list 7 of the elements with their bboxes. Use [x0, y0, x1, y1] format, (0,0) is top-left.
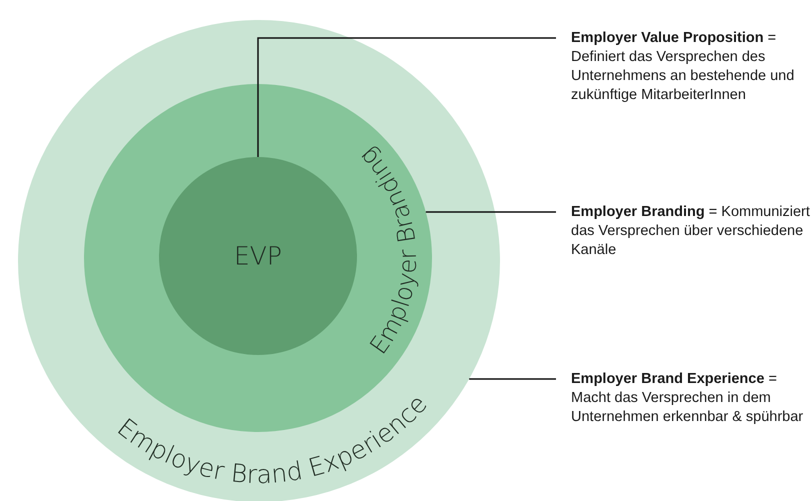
leader-line [469, 378, 556, 380]
description-text: Employer Branding = Kommuniziert das Versprechen über verschiedene Kanäle [571, 203, 811, 260]
description-text: Employer Value Proposition = Definiert das Versprechen des Unternehmens an bestehende und zukünftige MitarbeiterInnen [571, 29, 811, 105]
description-text: Employer Brand Experience = Macht das Versprechen in dem Unternehmen erkennbar & spührbar [571, 370, 811, 427]
circle-label: EVP [234, 242, 282, 270]
leader-line [426, 211, 556, 213]
leader-line [257, 37, 556, 157]
